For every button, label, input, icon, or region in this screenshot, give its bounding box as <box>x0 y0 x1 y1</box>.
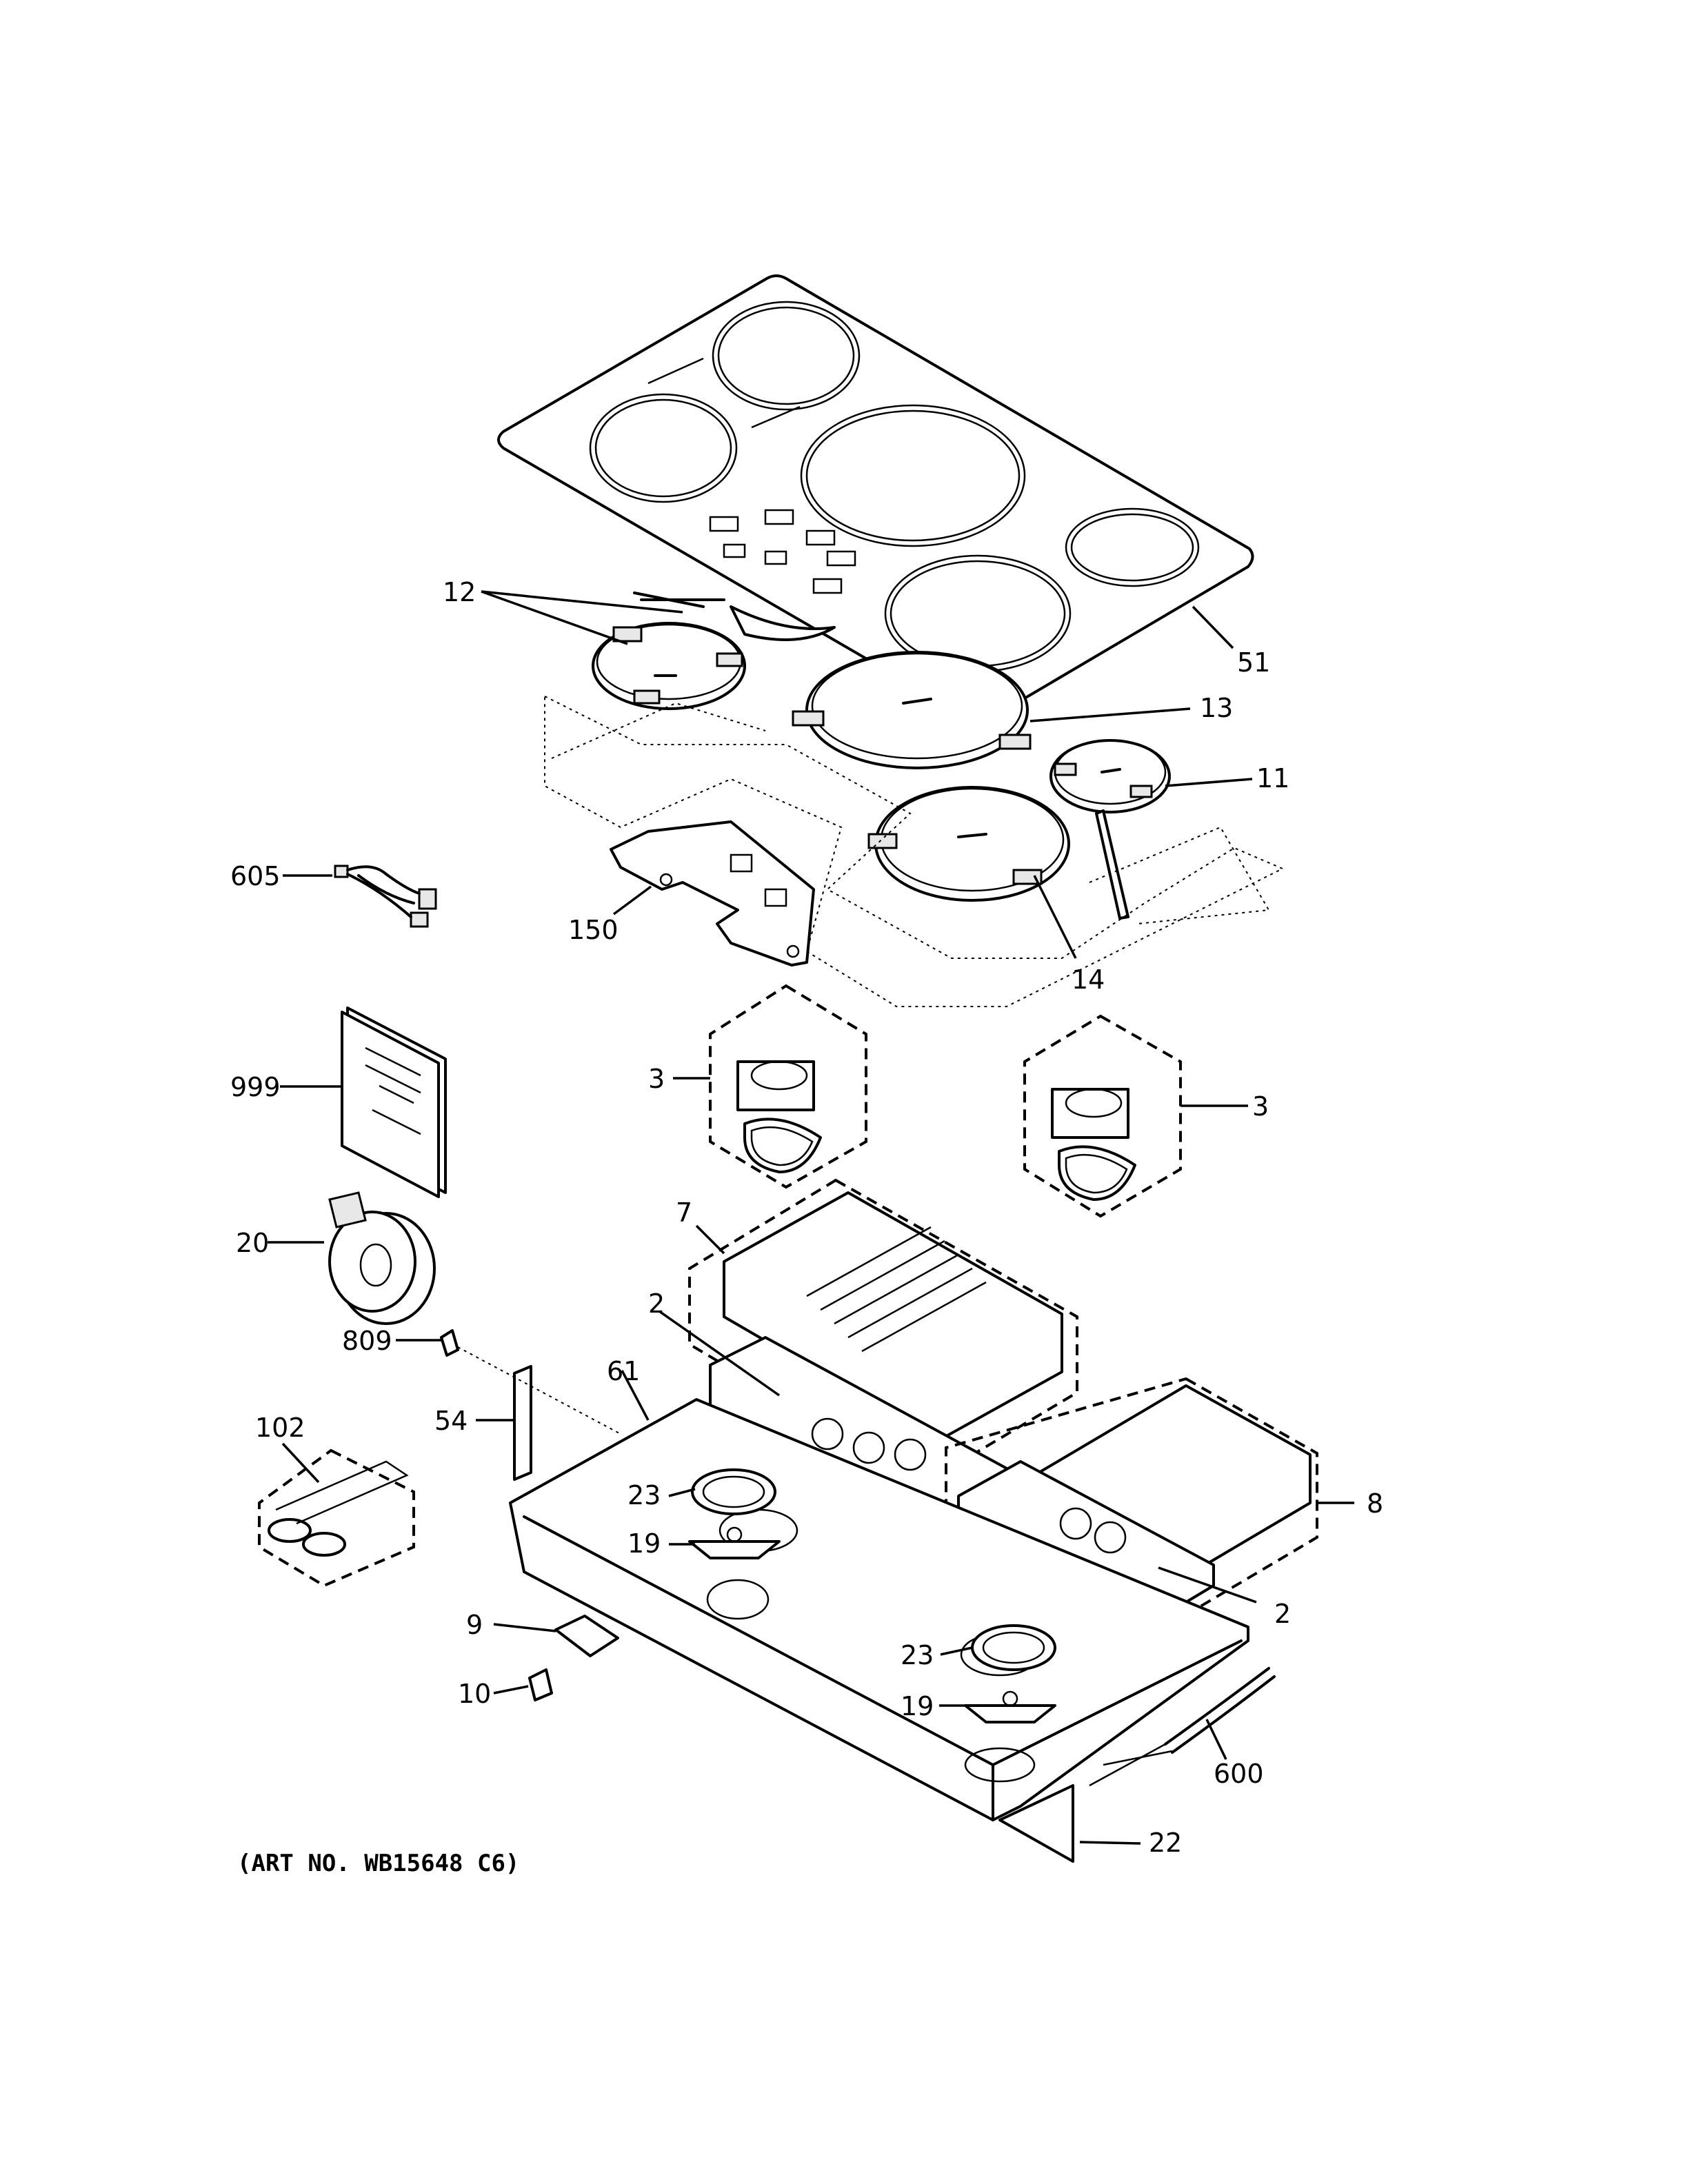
art-number: (ART NO. WB15648 C6) <box>237 1850 519 1877</box>
label-22[interactable]: 22 <box>1149 1828 1182 1858</box>
heating-element-11[interactable] <box>1049 739 1171 920</box>
label-999[interactable]: 999 <box>230 1072 281 1102</box>
bracket-54[interactable] <box>513 1365 532 1481</box>
ring-23a[interactable] <box>691 1468 776 1515</box>
label-13[interactable]: 13 <box>1200 693 1233 723</box>
coil-assembly-3b[interactable] <box>1023 1014 1182 1218</box>
ring-23b[interactable] <box>971 1624 1056 1671</box>
coil-assembly-3a[interactable] <box>709 984 867 1189</box>
label-2b[interactable]: 2 <box>1274 1599 1291 1629</box>
label-14[interactable]: 14 <box>1072 964 1105 995</box>
screw-809[interactable] <box>440 1329 621 1435</box>
heating-element-14[interactable] <box>867 786 1070 902</box>
label-23a[interactable]: 23 <box>627 1480 661 1510</box>
label-54[interactable]: 54 <box>434 1406 468 1436</box>
leader-lines <box>268 590 1354 1845</box>
label-605[interactable]: 605 <box>230 861 281 891</box>
label-19a[interactable]: 19 <box>627 1528 661 1559</box>
label-23b[interactable]: 23 <box>901 1640 934 1670</box>
label-9[interactable]: 9 <box>466 1610 483 1640</box>
label-2a[interactable]: 2 <box>648 1288 665 1319</box>
assembly-102[interactable] <box>258 1448 415 1588</box>
chassis-pan-61[interactable] <box>509 1398 1249 1821</box>
part-10[interactable] <box>528 1668 553 1701</box>
tape-roll-20[interactable] <box>328 1191 436 1325</box>
label-809[interactable]: 809 <box>342 1326 392 1356</box>
label-51[interactable]: 51 <box>1237 647 1270 678</box>
label-102[interactable]: 102 <box>255 1413 305 1443</box>
label-10[interactable]: 10 <box>458 1679 491 1709</box>
bracket-150[interactable] <box>610 820 815 967</box>
part-9[interactable] <box>554 1615 619 1657</box>
insulation-outline <box>544 695 1285 1007</box>
literature-999[interactable] <box>341 1007 447 1198</box>
label-20[interactable]: 20 <box>236 1228 269 1258</box>
heating-element-13[interactable] <box>792 651 1032 769</box>
label-19b[interactable]: 19 <box>901 1691 934 1721</box>
label-3a[interactable]: 3 <box>648 1064 665 1094</box>
wire-harness-605[interactable] <box>334 865 437 928</box>
label-150[interactable]: 150 <box>568 915 619 945</box>
heating-element-12[interactable] <box>592 592 836 710</box>
sheet-22[interactable] <box>998 1784 1074 1863</box>
label-3b[interactable]: 3 <box>1252 1091 1269 1122</box>
label-7[interactable]: 7 <box>676 1197 692 1228</box>
clip-19a[interactable] <box>688 1526 781 1559</box>
part-labels: 12 51 13 11 605 150 14 3 3 999 20 7 2 80… <box>230 577 1383 1877</box>
label-8[interactable]: 8 <box>1367 1488 1383 1519</box>
power-cord-600[interactable] <box>1089 1667 1276 1787</box>
control-board-7[interactable] <box>688 1178 1078 1486</box>
label-600[interactable]: 600 <box>1214 1759 1264 1789</box>
label-61[interactable]: 61 <box>607 1356 640 1386</box>
clip-19b[interactable] <box>964 1690 1056 1723</box>
label-12[interactable]: 12 <box>443 577 476 607</box>
label-11[interactable]: 11 <box>1256 763 1289 793</box>
